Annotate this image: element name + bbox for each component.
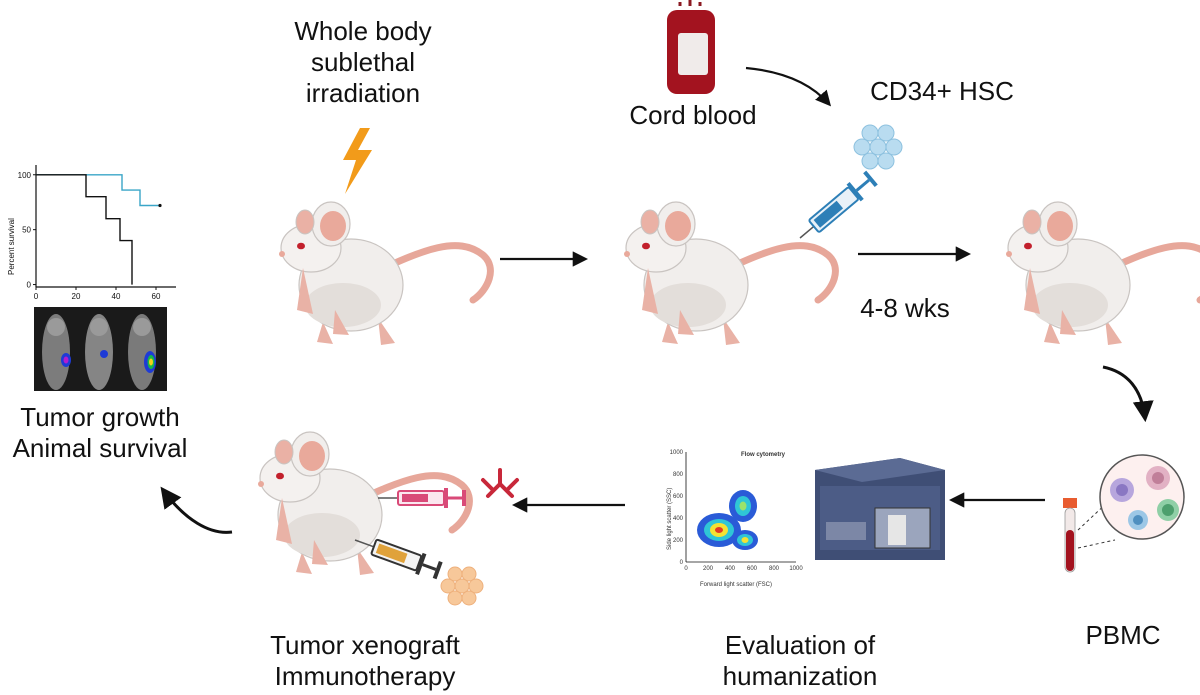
- label-outcome-line1: Tumor growth: [20, 402, 180, 432]
- flow-ytick-label: 800: [673, 472, 684, 478]
- antibody-icon: [481, 468, 519, 498]
- bioluminescence-image: [34, 307, 167, 391]
- flow-ytick-label: 200: [673, 538, 684, 544]
- label-evaluation-line1: Evaluation of: [724, 630, 876, 660]
- flow-xlabel: Forward light scatter (FSC): [700, 582, 772, 588]
- label-pbmc: PBMC: [1085, 620, 1161, 650]
- survival-ytick-label: 100: [18, 171, 32, 180]
- flow-ytick-label: 0: [680, 560, 684, 566]
- syringe-hsc-icon: [799, 170, 878, 239]
- survival-xtick-label: 60: [152, 292, 161, 301]
- label-xenograft: Tumor xenograft Immunotherapy: [255, 630, 475, 692]
- flow-title: Flow cytometry: [741, 452, 786, 458]
- flow-ytick-label: 1000: [670, 450, 684, 456]
- survival-curve-0: [36, 174, 160, 207]
- label-irradiation-line3: irradiation: [305, 78, 421, 108]
- survival-ylabel: Percent survival: [7, 218, 16, 275]
- flow-xtick-label: 600: [747, 566, 758, 572]
- mouse-engrafted: [624, 202, 835, 345]
- label-irradiation-line1: Whole body: [294, 16, 432, 46]
- flow-xtick-label: 0: [684, 566, 688, 572]
- arrow-to-pbmc: [1102, 365, 1154, 423]
- flow-populations: [697, 490, 758, 550]
- survival-xtick-label: 20: [72, 292, 81, 301]
- label-hsc: CD34+ HSC: [870, 76, 1014, 106]
- arrow-cord-to-hsc: [745, 66, 832, 107]
- survival-plot: Percent survival 100 50 0 0 20 40 60: [7, 165, 176, 301]
- survival-xtick-label: 40: [112, 292, 121, 301]
- label-outcome: Tumor growth Animal survival: [0, 402, 200, 464]
- lightning-icon: [343, 128, 372, 194]
- mouse-irradiated: [279, 202, 490, 345]
- syringe-antibody-icon: [378, 488, 466, 508]
- label-cord-blood: Cord blood: [629, 100, 757, 130]
- label-weeks: 4-8 wks: [860, 293, 950, 323]
- flow-xtick-label: 400: [725, 566, 736, 572]
- flow-ytick-label: 600: [673, 494, 684, 500]
- pbmc-cells-icon: [1099, 454, 1185, 540]
- survival-curve-1: [36, 174, 133, 285]
- label-xenograft-line1: Tumor xenograft: [270, 630, 460, 660]
- mouse-humanized: [1006, 202, 1200, 345]
- flow-cytometry-plot: Flow cytometry 1000 800 600 400 200 0 0 200 400…: [667, 450, 803, 588]
- flow-xtick-label: 200: [703, 566, 714, 572]
- label-xenograft-line2: Immunotherapy: [274, 661, 456, 691]
- label-irradiation-line2: sublethal: [310, 47, 416, 77]
- blood-bag-icon: [667, 0, 715, 94]
- label-outcome-line2: Animal survival: [12, 433, 188, 463]
- survival-ytick-label: 50: [22, 226, 31, 235]
- hsc-cells-icon: [853, 124, 903, 170]
- label-irradiation: Whole body sublethal irradiation: [283, 16, 443, 109]
- label-evaluation: Evaluation of humanization: [700, 630, 900, 692]
- flow-ytick-label: 400: [673, 516, 684, 522]
- blood-tube-icon: [1063, 498, 1077, 573]
- survival-ytick-label: 0: [27, 281, 32, 290]
- flow-cytometer-icon: [815, 458, 945, 560]
- survival-xtick-label: 0: [34, 292, 39, 301]
- flow-xtick-label: 800: [769, 566, 780, 572]
- tumor-cells-icon: [440, 566, 484, 606]
- survival-censor-point: [158, 203, 162, 208]
- label-evaluation-line2: humanization: [722, 661, 878, 691]
- flow-ylabel: Side light scatter (SSC): [667, 488, 673, 550]
- syringe-tumor-icon: [354, 538, 443, 580]
- flow-xtick-label: 1000: [789, 566, 803, 572]
- arrow-to-outcome: [160, 486, 233, 534]
